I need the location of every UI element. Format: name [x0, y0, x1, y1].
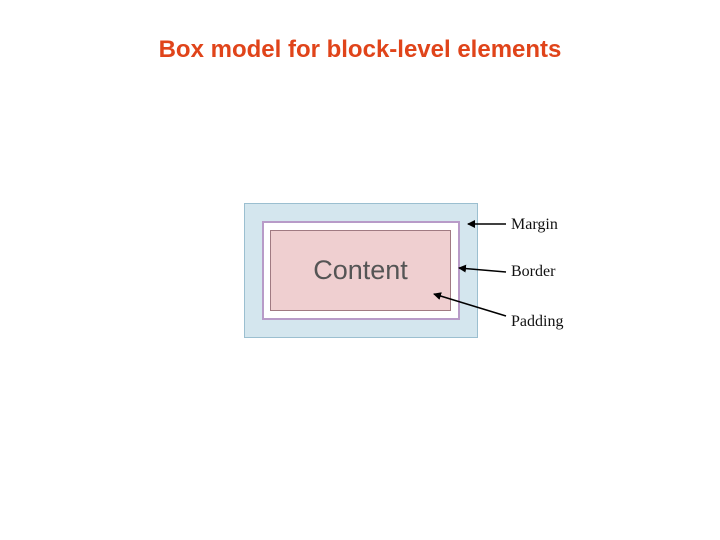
slide-title: Box model for block-level elements [158, 36, 562, 63]
content-area: Content [270, 230, 451, 311]
margin-label: Margin [511, 216, 558, 233]
content-label: Content [313, 255, 408, 285]
border-label: Border [511, 263, 556, 280]
padding-label: Padding [511, 313, 564, 330]
